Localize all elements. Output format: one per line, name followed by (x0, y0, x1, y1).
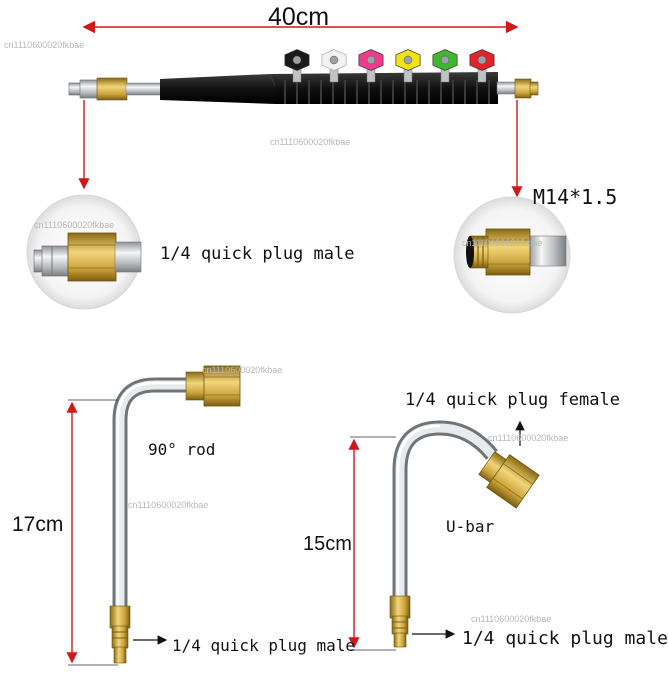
nozzle-tip-icon (469, 49, 495, 83)
brass-female-coupler (478, 451, 540, 509)
nozzle-tip-icon (358, 49, 384, 83)
brass-female-coupler (185, 365, 241, 407)
rod-90-label: 90° rod (148, 440, 216, 459)
brass-coupler (96, 77, 128, 101)
quick-plug-female-label: 1/4 quick plug female (405, 390, 620, 410)
nozzle-tip-icon (432, 49, 458, 83)
u-bar-label: U-bar (446, 517, 495, 536)
product-diagram: 40cm M14*1.5 1/4 quick plug male 90° rod… (4, 3, 668, 666)
m14-thread-closeup (453, 196, 571, 314)
watermark: cn1110600020fkbae (270, 137, 351, 147)
watermark: cn1110600020fkbae (128, 500, 209, 510)
thread-spec-label: M14*1.5 (533, 185, 618, 209)
nozzle-holder-ribs (284, 80, 490, 104)
u-bar-15cm-dimension (348, 436, 396, 651)
watermark: cn1110600020fkbae (4, 40, 85, 50)
product-illustration (26, 20, 571, 666)
rod-17cm-dimension (66, 399, 118, 666)
rod-plug-male-label: 1/4 quick plug male (172, 636, 356, 655)
watermark: cn1110600020fkbae (34, 220, 115, 230)
leader-lines (78, 100, 523, 198)
u-bar (389, 420, 540, 648)
quick-plug-male-closeup (26, 194, 142, 310)
watermark: cn1110600020fkbae (471, 614, 552, 624)
nozzle-tips (284, 49, 495, 83)
watermark: cn1110600020fkbae (488, 433, 569, 443)
black-grip (160, 74, 275, 104)
rod-17cm-label: 17cm (12, 513, 64, 536)
lance-wand (68, 49, 539, 104)
quick-plug-male-label: 1/4 quick plug male (160, 244, 355, 264)
ubar-plug-male-label: 1/4 quick plug male (462, 628, 668, 649)
brass-male-plug (389, 595, 411, 648)
watermark: cn1110600020fkbae (202, 365, 283, 375)
nozzle-tip-icon (395, 49, 421, 83)
nozzle-tip-icon (284, 49, 310, 83)
u-bar-15cm-label: 15cm (303, 533, 352, 555)
nozzle-tip-icon (321, 49, 347, 83)
quick-plug-tip (68, 82, 82, 96)
ninety-degree-rod (109, 365, 241, 664)
total-length-label: 40cm (268, 3, 330, 31)
watermark: cn1110600020fkbae (462, 238, 543, 248)
m14-thread-fitting (514, 78, 532, 99)
brass-male-plug (109, 605, 131, 664)
